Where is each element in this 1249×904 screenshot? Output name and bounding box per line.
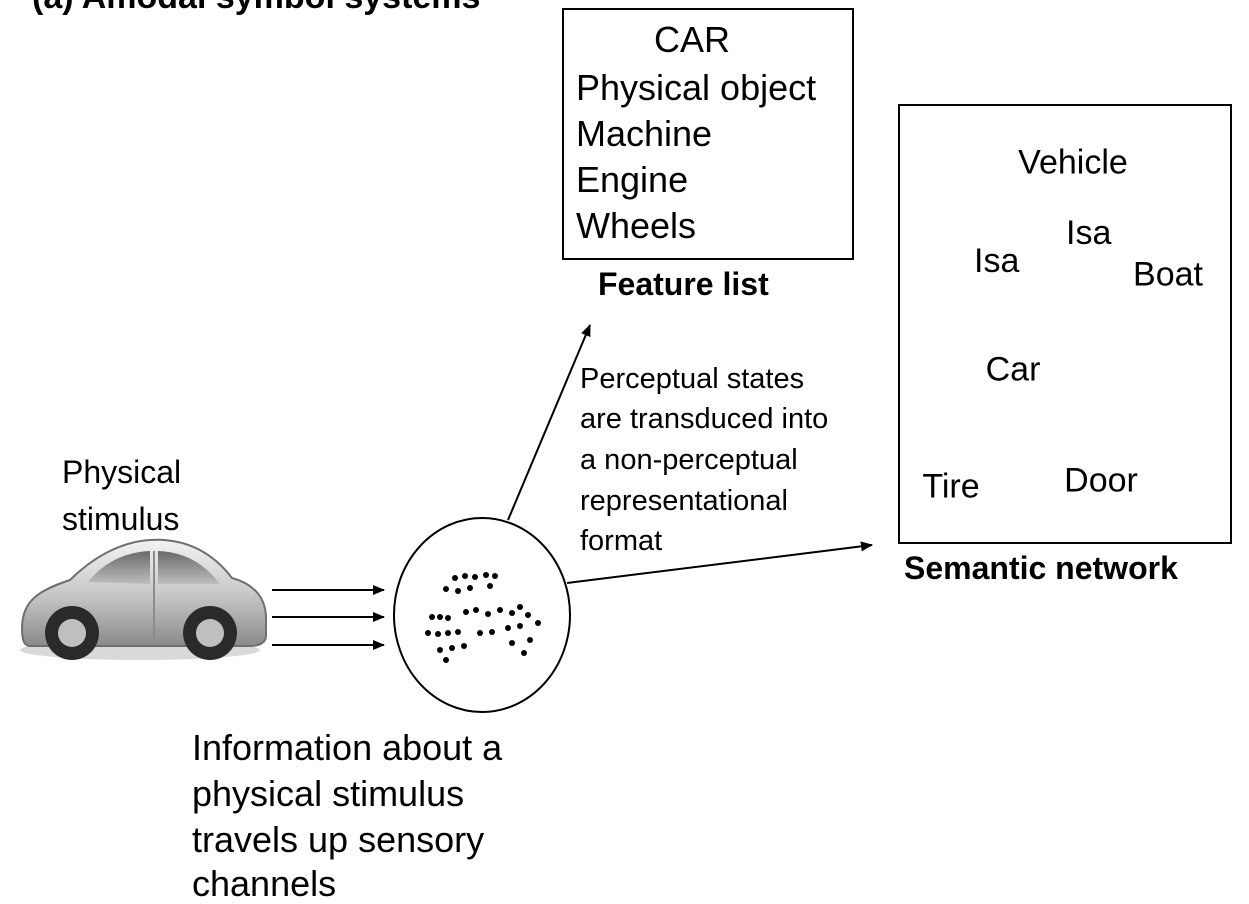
transduction-text-line: representational [580,485,788,517]
node-label-boat: Boat [1133,255,1203,294]
edge-label-isa: Isa [1066,214,1112,252]
feature-list-caption: Feature list [598,266,769,302]
feature-item: Physical object [576,67,817,108]
transduction-text-line: format [580,525,663,557]
figure-title: (a) Amodal symbol systems [32,0,480,14]
node-label-door: Door [1064,461,1138,500]
sensory-text-line: travels up sensory [192,819,485,860]
sensory-text-line: channels [192,863,337,904]
transduction-text-line: a non-perceptual [580,444,798,476]
node-label-car: Car [985,350,1041,389]
stimulus-label-line: Physical [62,454,182,490]
perceptual-state-circle [393,517,571,713]
arrow-to-semantic-network [566,541,873,584]
car-image-icon [20,538,267,660]
feature-item: Machine [576,113,713,154]
sensory-text-line: physical stimulus [192,773,465,814]
transduction-text-line: Perceptual states [580,363,805,395]
edge-label-isa: Isa [974,242,1020,280]
feature-item: Engine [576,159,689,200]
neural-dots-icon [425,572,541,663]
arrow-to-feature-list [507,324,591,521]
semantic-network-box [898,104,1232,544]
semantic-network-caption: Semantic network [904,550,1178,586]
feature-item: Wheels [576,205,697,246]
sensory-text-line: Information about a [192,727,503,768]
sensory-arrows [272,585,385,650]
transduction-text-line: are transduced into [580,403,829,435]
node-label-vehicle: Vehicle [1018,143,1128,182]
stimulus-label-line: stimulus [62,501,180,537]
feature-list-heading: CAR [654,19,731,60]
node-label-tire: Tire [922,467,980,506]
feature-list-box [562,8,854,260]
